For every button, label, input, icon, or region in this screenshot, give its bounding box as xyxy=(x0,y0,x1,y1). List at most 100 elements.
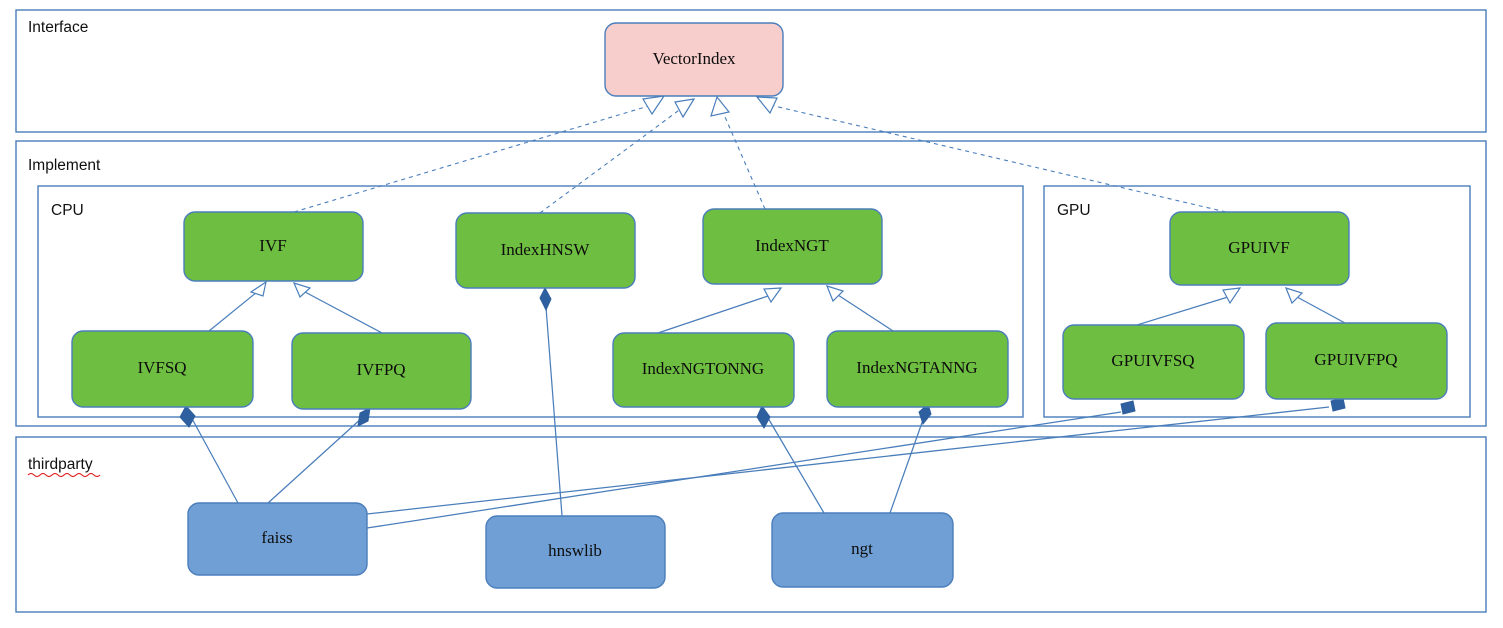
filled-diamond-arrowhead-icon xyxy=(1120,400,1136,415)
hollow-triangle-arrowhead-icon xyxy=(1222,287,1242,305)
node-gpuivf[interactable]: GPUIVF xyxy=(1169,211,1350,286)
group-implement: Implement xyxy=(15,140,1487,427)
node-indexhnsw-box[interactable] xyxy=(455,212,636,289)
node-gpuivfpq-label: GPUIVFPQ xyxy=(1314,350,1397,369)
edge-line xyxy=(304,291,383,334)
edge-line xyxy=(767,417,825,514)
node-indexngtonng-label: IndexNGTONNG xyxy=(642,359,764,378)
edge-hnswlib-to-indexhnsw xyxy=(539,286,563,517)
node-ivfsq[interactable]: IVFSQ xyxy=(71,330,254,408)
edge-gpuivfpq-to-gpuivf xyxy=(1284,287,1346,324)
hollow-triangle-arrowhead-icon xyxy=(674,98,696,119)
edge-line xyxy=(267,416,364,504)
edge-indexngt-to-vectorindex xyxy=(710,95,766,210)
edge-line xyxy=(769,104,1227,213)
edge-line xyxy=(1296,296,1346,324)
node-vectorindex-label: VectorIndex xyxy=(652,49,736,68)
hollow-triangle-arrowhead-icon xyxy=(710,95,731,117)
node-gpuivfsq[interactable]: GPUIVFSQ xyxy=(1062,324,1245,400)
edge-ivfsq-to-ivf xyxy=(208,280,267,332)
node-gpuivfsq-label: GPUIVFSQ xyxy=(1111,351,1194,370)
node-faiss-label: faiss xyxy=(261,528,292,547)
edge-line xyxy=(366,406,1330,515)
node-hnswlib[interactable]: hnswlib xyxy=(485,515,666,589)
edge-faiss-to-gpuivfsq xyxy=(366,400,1136,529)
edge-faiss-to-ivfpq xyxy=(267,407,371,504)
node-indexngt-box[interactable] xyxy=(702,208,883,285)
group-interface-border xyxy=(15,9,1487,133)
edge-line xyxy=(721,109,766,210)
node-ivf-box[interactable] xyxy=(183,211,364,282)
node-indexngt-label: IndexNGT xyxy=(755,236,829,255)
node-indexngtanng[interactable]: IndexNGTANNG xyxy=(826,330,1009,408)
hollow-triangle-arrowhead-icon xyxy=(249,280,267,297)
node-vectorindex[interactable]: VectorIndex xyxy=(604,22,784,97)
group-thirdparty-border xyxy=(15,436,1487,613)
edge-line xyxy=(539,107,683,214)
group-gpu: GPU xyxy=(1043,185,1471,418)
edge-ivf-to-vectorindex xyxy=(293,95,666,213)
edge-line xyxy=(366,411,1122,529)
group-thirdparty-label: thirdparty xyxy=(28,456,93,473)
node-ivfpq[interactable]: IVFPQ xyxy=(291,332,472,410)
edge-gpuivf-to-vectorindex xyxy=(755,96,1227,213)
edge-ngt-to-indexngtonng xyxy=(756,405,825,514)
group-interface-label: Interface xyxy=(28,19,88,36)
edge-line xyxy=(1136,296,1229,326)
node-indexngt[interactable]: IndexNGT xyxy=(702,208,883,285)
filled-diamond-arrowhead-icon xyxy=(357,407,371,427)
node-gpuivfpq-box[interactable] xyxy=(1265,322,1448,400)
node-indexngtanng-label: IndexNGTANNG xyxy=(856,358,977,377)
hollow-triangle-arrowhead-icon xyxy=(642,95,666,116)
node-gpuivf-label: GPUIVF xyxy=(1228,238,1289,257)
node-indexngtanng-box[interactable] xyxy=(826,330,1009,408)
group-implement-border xyxy=(15,140,1487,427)
node-ngt-box[interactable] xyxy=(771,512,954,588)
spellcheck-underline-icon xyxy=(27,472,101,478)
node-hnswlib-box[interactable] xyxy=(485,515,666,589)
node-gpuivfsq-box[interactable] xyxy=(1062,324,1245,400)
filled-diamond-arrowhead-icon xyxy=(539,286,552,312)
filled-diamond-arrowhead-icon xyxy=(756,405,771,429)
node-faiss[interactable]: faiss xyxy=(187,502,368,576)
edge-line xyxy=(208,291,258,332)
edge-indexngtanng-to-indexngt xyxy=(825,285,894,332)
group-cpu: CPU xyxy=(37,185,1024,418)
node-ivfpq-box[interactable] xyxy=(291,332,472,410)
edge-ngt-to-indexngtanng xyxy=(889,403,932,514)
edge-line xyxy=(837,294,894,332)
edge-line xyxy=(657,295,769,334)
group-gpu-label: GPU xyxy=(1057,202,1091,219)
hollow-triangle-arrowhead-icon xyxy=(292,282,312,299)
edge-line xyxy=(545,306,563,517)
hollow-triangle-arrowhead-icon xyxy=(1284,287,1304,305)
filled-diamond-arrowhead-icon xyxy=(918,403,932,426)
edge-faiss-to-gpuivfpq xyxy=(366,397,1346,515)
node-vectorindex-box[interactable] xyxy=(604,22,784,97)
filled-diamond-arrowhead-icon xyxy=(1330,397,1346,412)
group-cpu-border xyxy=(37,185,1024,418)
node-hnswlib-label: hnswlib xyxy=(548,541,602,560)
edge-line xyxy=(889,416,925,514)
edge-line xyxy=(189,414,239,504)
node-indexngtonng[interactable]: IndexNGTONNG xyxy=(612,332,795,408)
node-ngt[interactable]: ngt xyxy=(771,512,954,588)
node-ivfsq-box[interactable] xyxy=(71,330,254,408)
node-indexhnsw[interactable]: IndexHNSW xyxy=(455,212,636,289)
group-thirdparty: thirdparty xyxy=(15,436,1487,613)
node-gpuivfpq[interactable]: GPUIVFPQ xyxy=(1265,322,1448,400)
group-cpu-label: CPU xyxy=(51,202,84,219)
node-ivf[interactable]: IVF xyxy=(183,211,364,282)
node-gpuivf-box[interactable] xyxy=(1169,211,1350,286)
edge-indexngtonng-to-indexngt xyxy=(657,287,783,334)
node-faiss-box[interactable] xyxy=(187,502,368,576)
node-indexngtonng-box[interactable] xyxy=(612,332,795,408)
edge-ivfpq-to-ivf xyxy=(292,282,383,334)
hollow-triangle-arrowhead-icon xyxy=(825,285,845,303)
filled-diamond-arrowhead-icon xyxy=(179,405,196,428)
node-ivfsq-label: IVFSQ xyxy=(137,358,186,377)
edge-gpuivfsq-to-gpuivf xyxy=(1136,287,1242,326)
node-indexhnsw-label: IndexHNSW xyxy=(501,240,591,259)
edge-faiss-to-ivfsq xyxy=(179,405,239,504)
